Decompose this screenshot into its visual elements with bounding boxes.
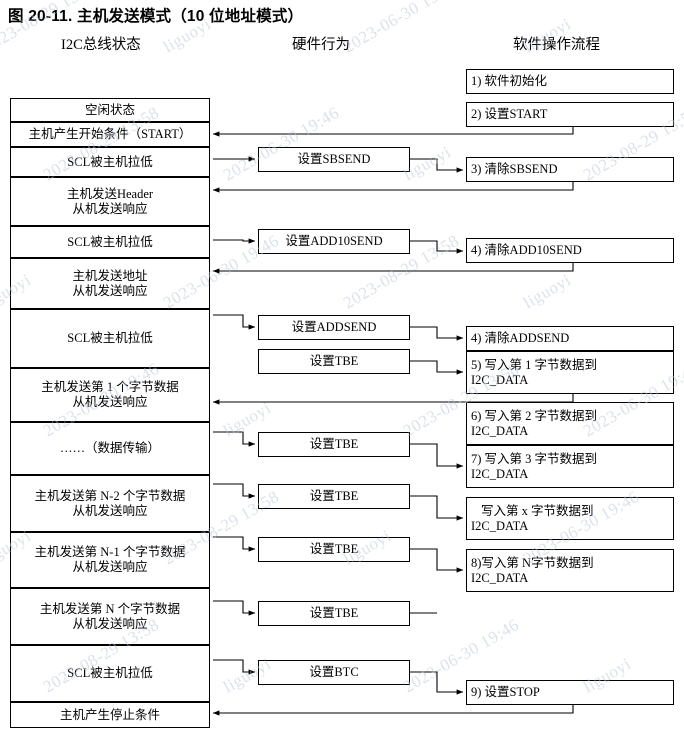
- box-line: 设置TBE: [309, 606, 359, 620]
- box-line: I2C_DATA: [471, 518, 529, 533]
- sw-box-8-write-byte-n: 8)写入第 N字节数据到 I2C_DATA: [466, 549, 674, 592]
- figure-title: 图 20-11. 主机发送模式（10 位地址模式）: [8, 8, 304, 25]
- box-line: 主机发送地址: [72, 268, 148, 283]
- sw-box-3-clear-sbsend: 3) 清除SBSEND: [466, 157, 674, 182]
- box-line: 设置TBE: [309, 437, 359, 451]
- box-line: 写入第 x 字节数据到: [481, 503, 594, 518]
- bus-box-byte-n-minus-2: 主机发送第 N-2 个字节数据 从机发送响应: [10, 475, 210, 532]
- bus-box-send-address: 主机发送地址 从机发送响应: [10, 258, 210, 309]
- box-line: 主机发送Header: [66, 186, 154, 201]
- sw-box-2-set-start: 2) 设置START: [466, 102, 674, 127]
- box-line: 主机发送第 N 个字节数据: [39, 601, 181, 616]
- box-line: 设置TBE: [309, 542, 359, 556]
- box-line: I2C_DATA: [471, 372, 529, 387]
- box-line: 4) 清除ADDSEND: [471, 331, 570, 345]
- bus-box-byte-n: 主机发送第 N 个字节数据 从机发送响应: [10, 588, 210, 645]
- box-line: 设置TBE: [309, 354, 359, 368]
- hw-box-set-addsend: 设置ADDSEND: [258, 315, 410, 340]
- box-line: 空闲状态: [84, 102, 135, 117]
- box-line: 6) 写入第 2 字节数据到: [471, 408, 598, 423]
- box-line: 设置ADD10SEND: [285, 234, 383, 248]
- box-line: 7) 写入第 3 字节数据到: [471, 451, 598, 466]
- hw-box-set-btc: 设置BTC: [258, 660, 410, 685]
- box-line: 从机发送响应: [72, 560, 148, 574]
- bus-box-send-header: 主机发送Header 从机发送响应: [10, 177, 210, 226]
- bus-box-idle: 空闲状态: [10, 98, 210, 122]
- hw-box-set-tbe-5: 设置TBE: [258, 601, 410, 626]
- box-line: 设置ADDSEND: [291, 320, 377, 334]
- box-line: 3) 清除SBSEND: [471, 162, 558, 176]
- box-line: 从机发送响应: [72, 503, 148, 518]
- box-line: I2C_DATA: [471, 423, 529, 438]
- bus-box-scl-low-2: SCL被主机拉低: [10, 226, 210, 258]
- watermark-text: 2023-06-30 19:46: [220, 102, 343, 185]
- hw-box-set-tbe-3: 设置TBE: [258, 484, 410, 509]
- box-line: 设置BTC: [309, 665, 359, 679]
- bus-box-byte-1: 主机发送第 1 个字节数据 从机发送响应: [10, 368, 210, 422]
- box-line: 主机发送第 N-1 个字节数据: [34, 545, 186, 559]
- sw-box-write-byte-x: 写入第 x 字节数据到 I2C_DATA: [466, 497, 674, 540]
- box-line: 5) 写入第 1 字节数据到: [471, 357, 598, 372]
- bus-box-stop: 主机产生停止条件: [10, 702, 210, 728]
- column-header-hardware: 硬件行为: [292, 37, 350, 53]
- box-line: SCL被主机拉低: [67, 331, 153, 345]
- box-line: 主机产生停止条件: [59, 707, 160, 722]
- box-line: 9) 设置STOP: [471, 685, 540, 699]
- watermark-text: 2023-06-30 19:46: [340, 0, 463, 57]
- sw-box-5-write-byte-1: 5) 写入第 1 字节数据到 I2C_DATA: [466, 351, 674, 394]
- sw-box-4-clear-addsend: 4) 清除ADDSEND: [466, 326, 674, 351]
- box-line: 从机发送响应: [72, 395, 148, 409]
- box-line: 从机发送响应: [72, 283, 148, 298]
- box-line: SCL被主机拉低: [67, 234, 153, 249]
- box-line: I2C_DATA: [471, 466, 529, 481]
- watermark-text: liguoyi: [520, 270, 575, 313]
- column-header-software: 软件操作流程: [513, 37, 600, 53]
- box-line: ……（数据传输）: [59, 441, 160, 455]
- box-line: 设置TBE: [309, 489, 359, 503]
- column-header-bus-state: I2C总线状态: [61, 37, 141, 53]
- box-line: 4) 清除ADD10SEND: [471, 243, 582, 257]
- sw-box-1-init: 1) 软件初始化: [466, 69, 674, 94]
- bus-box-scl-low-3: SCL被主机拉低: [10, 309, 210, 368]
- bus-box-scl-low-1: SCL被主机拉低: [10, 147, 210, 177]
- box-line: 主机产生开始条件（START）: [28, 127, 192, 141]
- hw-box-set-tbe-4: 设置TBE: [258, 537, 410, 562]
- box-line: 主机发送第 N-2 个字节数据: [34, 488, 186, 503]
- bus-box-byte-n-minus-1: 主机发送第 N-1 个字节数据 从机发送响应: [10, 532, 210, 588]
- bus-box-data-transfer: ……（数据传输）: [10, 422, 210, 475]
- box-line: 设置SBSEND: [297, 152, 371, 166]
- hw-box-set-tbe-2: 设置TBE: [258, 432, 410, 457]
- box-line: 从机发送响应: [72, 616, 148, 631]
- box-line: 2) 设置START: [471, 107, 548, 121]
- box-line: 8)写入第 N字节数据到: [471, 555, 594, 570]
- hw-box-set-sbsend: 设置SBSEND: [258, 147, 410, 172]
- sw-box-6-write-byte-2: 6) 写入第 2 字节数据到 I2C_DATA: [466, 402, 674, 445]
- box-line: 从机发送响应: [72, 201, 148, 216]
- bus-box-scl-low-4: SCL被主机拉低: [10, 645, 210, 702]
- sw-box-7-write-byte-3: 7) 写入第 3 字节数据到 I2C_DATA: [466, 445, 674, 488]
- sw-box-4-clear-add10send: 4) 清除ADD10SEND: [466, 238, 674, 263]
- hw-box-set-tbe-1: 设置TBE: [258, 349, 410, 374]
- box-line: 主机发送第 1 个字节数据: [41, 380, 179, 394]
- bus-box-start: 主机产生开始条件（START）: [10, 122, 210, 147]
- box-line: I2C_DATA: [471, 570, 529, 585]
- sw-box-9-set-stop: 9) 设置STOP: [466, 680, 674, 705]
- box-line: 1) 软件初始化: [471, 74, 548, 88]
- box-line: SCL被主机拉低: [67, 666, 153, 680]
- box-line: SCL被主机拉低: [67, 154, 153, 169]
- hw-box-set-add10send: 设置ADD10SEND: [258, 229, 410, 254]
